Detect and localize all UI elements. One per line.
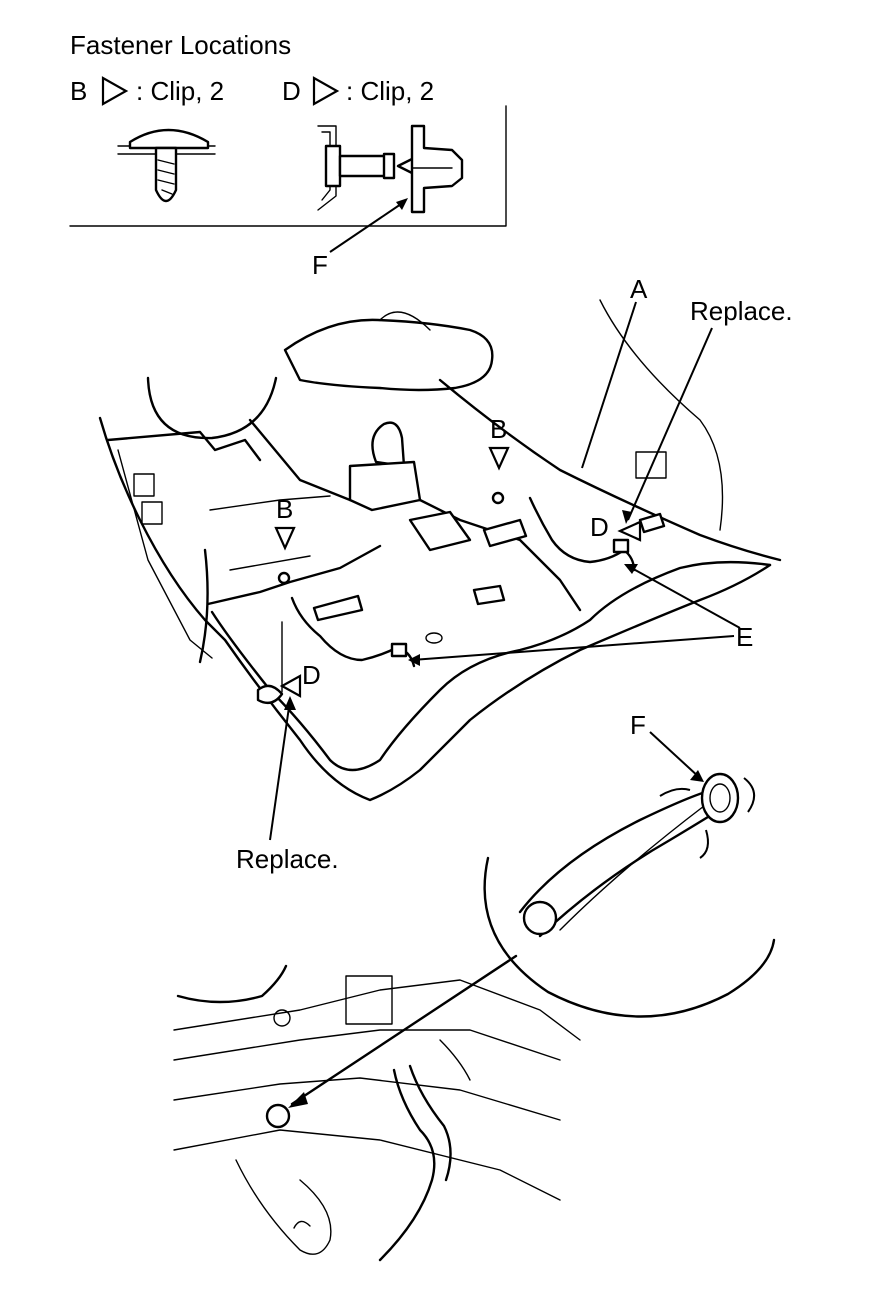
floor-line-1: [229, 555, 311, 571]
rotation-arrow-left: [659, 787, 691, 797]
detail-circle-outline: [483, 856, 776, 1018]
grommet-cable-end: [522, 900, 558, 936]
arrowhead-e-front: [408, 654, 420, 666]
center-tunnel: [248, 418, 582, 612]
callout-b-rear: B: [490, 414, 508, 444]
front-floor-edge: [206, 544, 382, 606]
grommet-cable-center: [559, 805, 705, 931]
harness-rear: [528, 496, 636, 572]
underbody-rail-3: [173, 1077, 561, 1121]
console-tray: [408, 510, 472, 552]
left-panel-2: [141, 501, 163, 525]
clip-d-point-rear: [638, 512, 666, 534]
callout-b-front-triangle-icon: [274, 526, 296, 551]
grommet-cable-lower: [538, 810, 718, 938]
leader-e-rear: [627, 565, 741, 629]
carpet-outer-edge: [98, 416, 772, 802]
underbody-harness-2: [408, 1064, 452, 1182]
legend-frame: [69, 105, 507, 227]
callout-f-detail: F: [630, 710, 646, 740]
right-pillar: [599, 299, 724, 531]
arrowhead-replace-upper: [622, 510, 632, 524]
callout-d-front-triangle-icon: [279, 674, 302, 698]
callout-f-top: F: [312, 250, 328, 280]
arrowhead-detail-to-hole: [288, 1092, 308, 1108]
seat-outline-center: [283, 318, 494, 392]
shift-knob-icon: [371, 421, 406, 468]
leader-f-detail: [649, 731, 701, 779]
clip-b-triangle-icon: [101, 76, 129, 106]
front-vent: [312, 594, 364, 622]
seat-outline-left: [146, 376, 278, 440]
underbody-view: [173, 954, 581, 1262]
underbody-wheel-well: [235, 1159, 332, 1255]
underbody-harness-3: [439, 1039, 471, 1081]
callout-replace-upper: Replace.: [690, 296, 793, 326]
leader-e-front: [411, 635, 735, 661]
rear-vent: [482, 518, 528, 548]
underbody-harness-1: [378, 1068, 436, 1262]
left-sill: [106, 430, 262, 462]
legend-box: [69, 76, 507, 253]
callout-e: E: [736, 622, 754, 652]
callout-a: A: [630, 274, 648, 304]
callout-replace-lower: Replace.: [236, 844, 339, 874]
left-fender: [198, 548, 209, 664]
callout-d-front: D: [302, 660, 321, 690]
underbody-bolt: [273, 1009, 291, 1027]
clip-d-point-front: [256, 684, 284, 705]
leader-detail-to-hole: [290, 954, 518, 1106]
seat-detail: [379, 311, 431, 331]
right-panel: [635, 451, 667, 479]
left-panel-1: [133, 473, 155, 497]
legend-d-letter: D: [282, 76, 301, 106]
shift-boot: [348, 460, 422, 512]
underbody-rail-4: [173, 1129, 561, 1201]
grommet-ring-inner: [709, 783, 731, 813]
grommet-ring-icon: [700, 772, 740, 824]
floor-carpet-illustration: [98, 299, 782, 802]
underbody-edge-top: [176, 964, 288, 1004]
clip-d-illustration-icon: [317, 124, 464, 214]
rotation-arrow-bottom: [699, 829, 709, 859]
harness-rear-connector: [612, 538, 630, 554]
underbody-rail-1: [173, 979, 581, 1041]
harness-front-connector: [390, 642, 408, 658]
arrowhead-replace-lower: [284, 696, 296, 710]
grommet-cable-upper: [518, 788, 714, 914]
grommet-detail: [483, 731, 776, 1018]
callout-b-rear-triangle-icon: [488, 446, 510, 471]
callout-b-front: B: [276, 494, 294, 524]
rotation-arrow-right: [743, 777, 755, 813]
clip-d-triangle-icon: [312, 76, 340, 106]
leader-replace-upper: [627, 327, 713, 521]
legend-b-letter: B: [70, 76, 88, 106]
floor-hole: [425, 632, 443, 644]
clip-b-point-front: [277, 571, 291, 585]
floor-line-2: [209, 495, 331, 511]
leader-replace-lower: [269, 699, 291, 841]
clip-b-point-rear: [491, 491, 505, 505]
tunnel-block: [472, 584, 506, 606]
arrowhead-f-top: [396, 198, 408, 210]
callout-d-rear-triangle-icon: [617, 520, 642, 542]
arrowhead-e-rear: [624, 564, 638, 574]
legend-title: Fastener Locations: [70, 30, 292, 60]
underbody-grommet-hole-icon: [265, 1103, 291, 1129]
legend-d-text: : Clip, 2: [346, 76, 435, 106]
right-sill: [438, 378, 782, 562]
legend-b-text: : Clip, 2: [136, 76, 225, 106]
underbody-hole: [293, 1220, 311, 1229]
underbody-rail-2: [173, 1029, 561, 1061]
callout-d-rear: D: [590, 512, 609, 542]
clip-b-illustration-icon: [117, 128, 216, 203]
leader-a: [581, 301, 637, 469]
underbody-bracket: [345, 975, 393, 1025]
arrowhead-f-detail: [690, 770, 704, 782]
left-rocker: [117, 449, 213, 659]
leader-f-top: [329, 201, 405, 253]
